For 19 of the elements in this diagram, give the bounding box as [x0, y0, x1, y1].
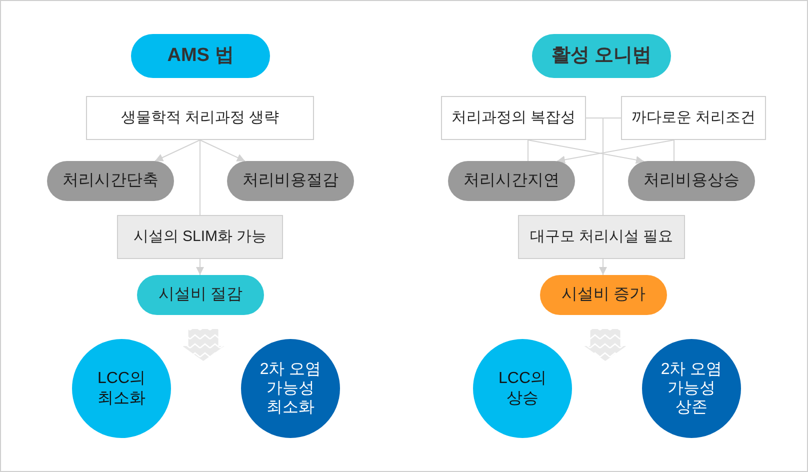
- arrow: [599, 258, 607, 276]
- effect-pill: 처리비용절감: [227, 161, 354, 201]
- arrow: [200, 140, 246, 162]
- cause-box: 처리과정의 복잡성: [441, 96, 586, 140]
- effect-pill: 처리시간지연: [448, 161, 575, 201]
- outcome-pill: 시설비 절감: [137, 275, 264, 315]
- effect-pill: 처리시간단축: [47, 161, 174, 201]
- effect-pill: 처리비용상승: [628, 161, 755, 201]
- arrow: [528, 140, 644, 164]
- cause-box: 생물학적 처리과정 생략: [86, 96, 314, 140]
- result-box: 대구모 처리시설 필요: [518, 215, 685, 259]
- result-box: 시설의 SLIM화 가능: [117, 215, 283, 259]
- arrow: [154, 140, 200, 162]
- heading-pill: 활성 오니법: [532, 34, 671, 78]
- outcome-pill: 시설비 증가: [540, 275, 667, 315]
- cause-box: 까다로운 처리조건: [621, 96, 766, 140]
- heading-pill: AMS 법: [131, 34, 270, 78]
- arrow: [556, 140, 674, 164]
- arrow: [196, 258, 204, 276]
